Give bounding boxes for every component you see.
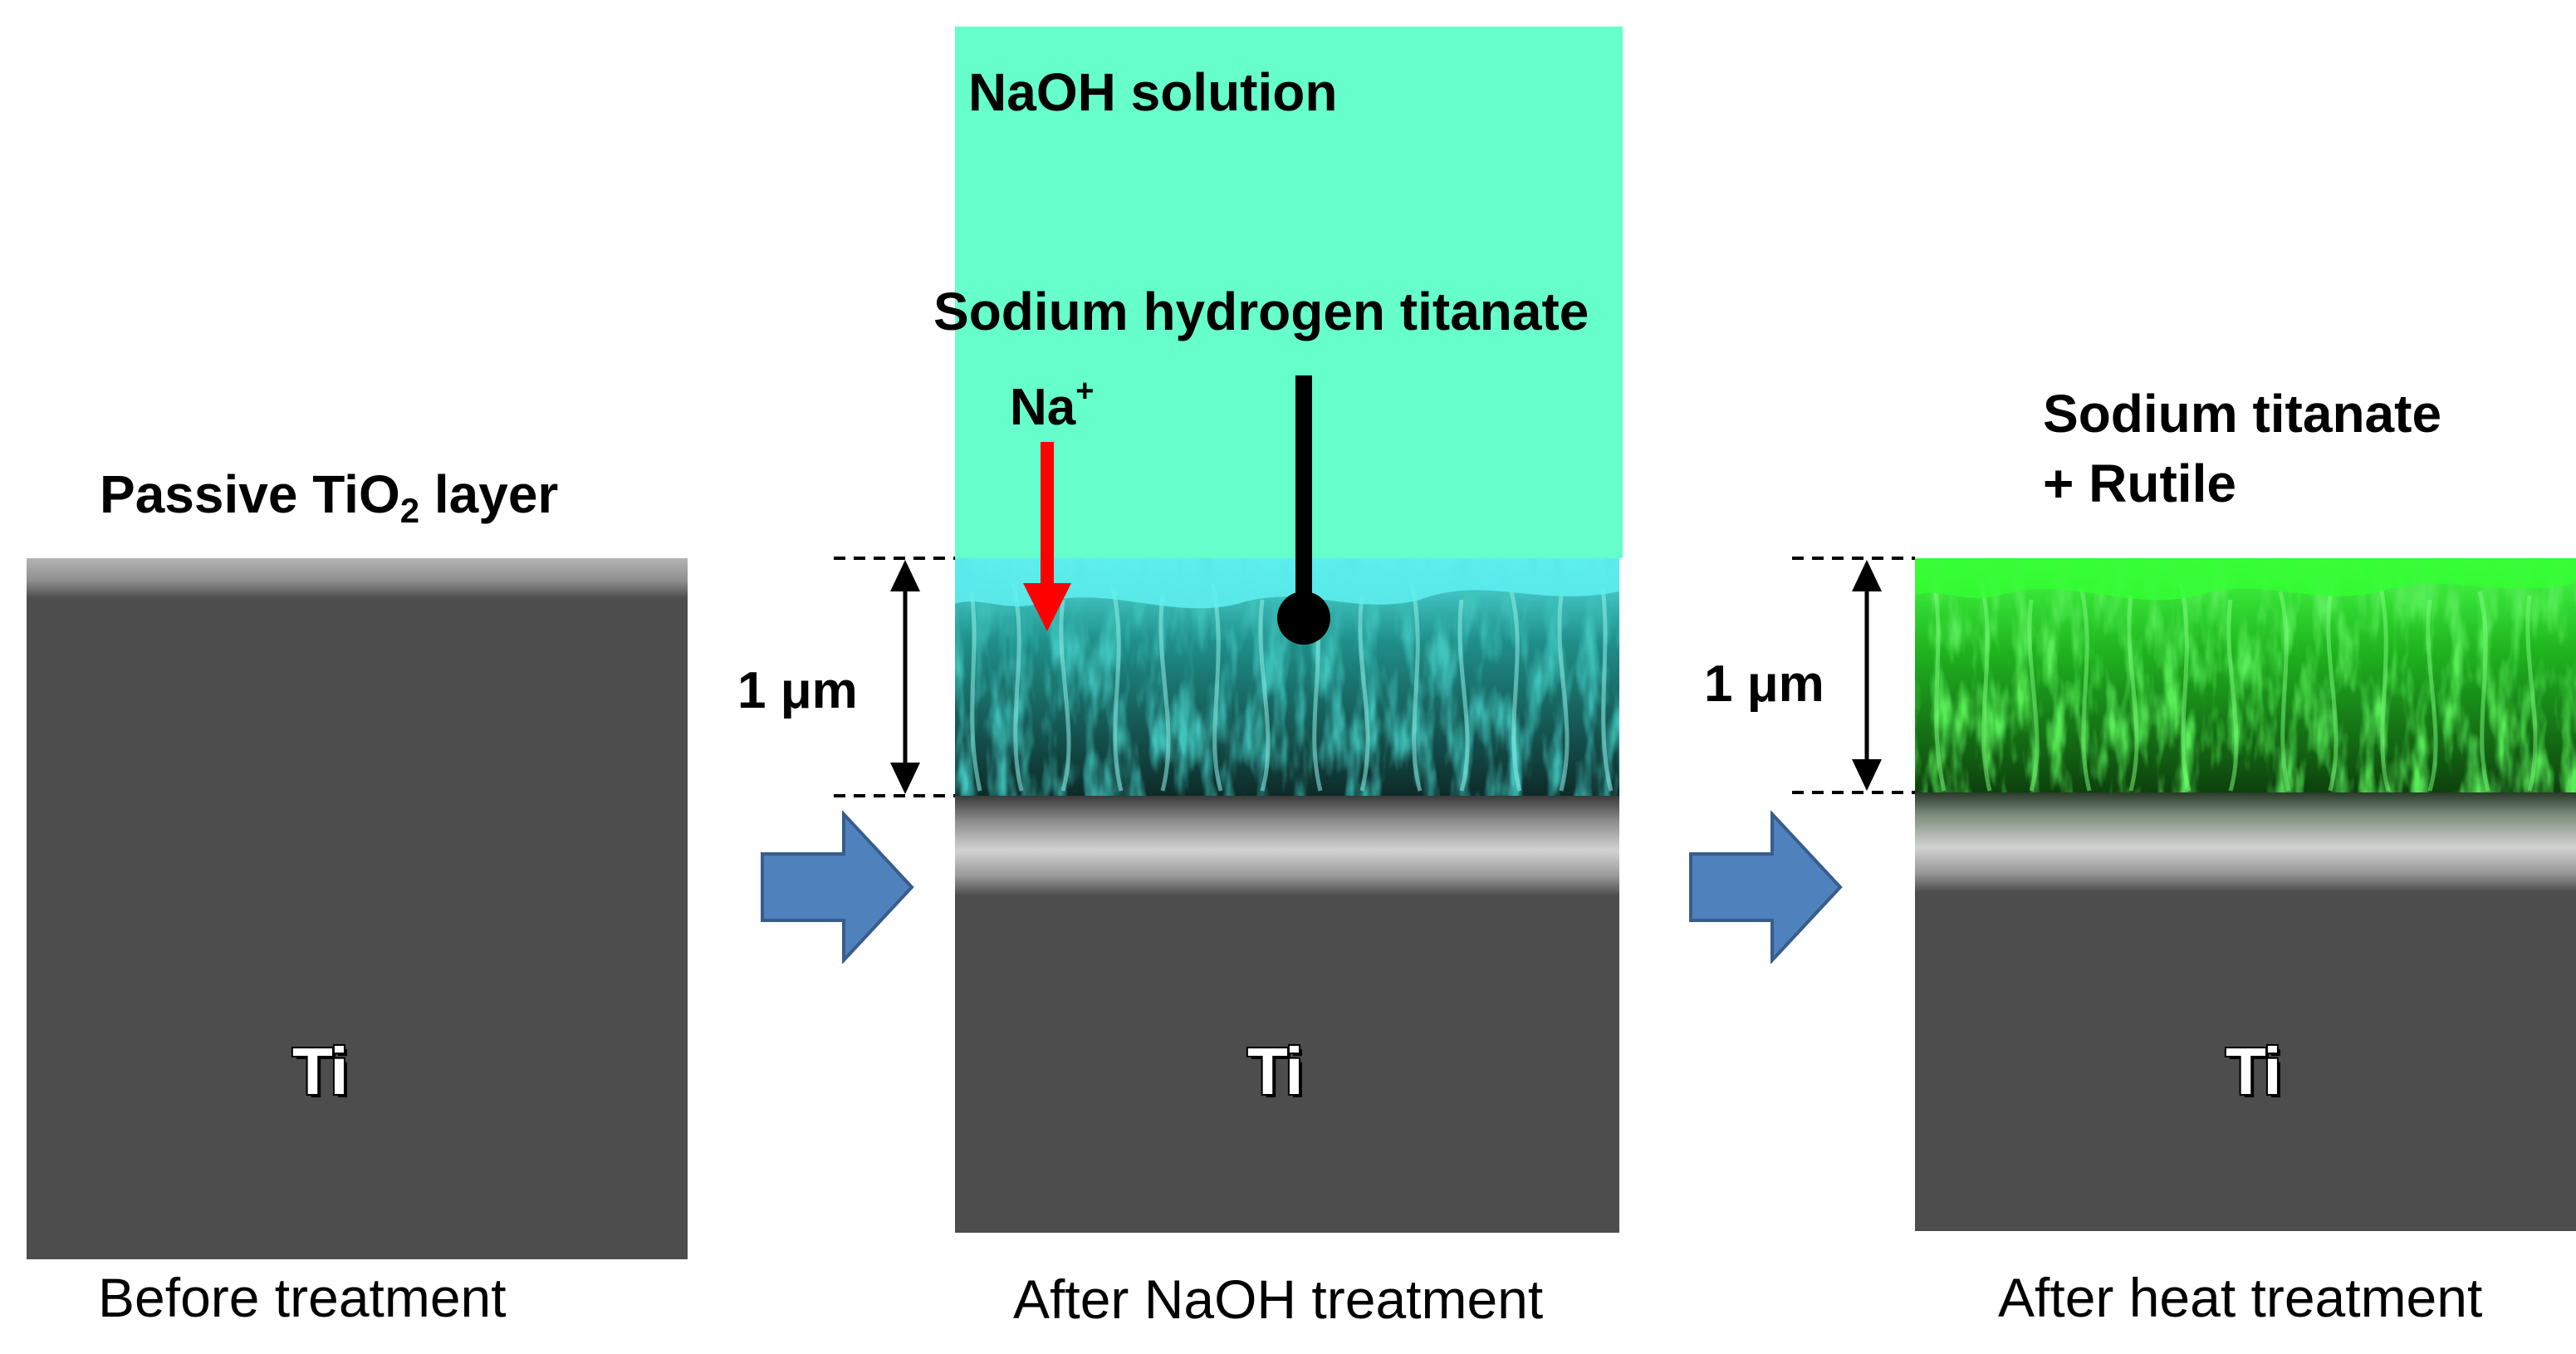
naoh-solution-label: NaOH solution <box>968 62 1338 122</box>
sodium-titanate-rutile-layer <box>1915 558 2576 792</box>
sodium-titanate-texture-icon <box>1915 558 2576 792</box>
process-arrow-2-icon <box>1689 811 1843 964</box>
na-ion-label: Na+ <box>1010 374 1094 437</box>
sodium-titanate-line1: Sodium titanate <box>2043 384 2442 444</box>
sodium-titanate-line2: + Rutile <box>2043 454 2236 513</box>
sodium-hydrogen-titanate-label: Sodium hydrogen titanate <box>933 282 1589 341</box>
passive-tio2-layer-label: Passive TiO2 layer <box>100 464 558 531</box>
thickness-label-1: 1 μm <box>737 662 858 719</box>
passive-label-subscript: 2 <box>399 491 420 530</box>
caption-before-treatment: Before treatment <box>98 1267 507 1328</box>
passive-tio2-layer <box>27 558 688 598</box>
na-diffusion-arrow-icon <box>1023 442 1071 631</box>
na-ion-text: Na <box>1010 379 1076 436</box>
dim-arrow-2-icon <box>1852 560 1882 791</box>
na-ion-charge: + <box>1075 374 1095 409</box>
process-arrow-1-icon <box>761 811 914 964</box>
rutile-interface-gradient <box>1915 792 2576 892</box>
ti-label-after-heat: Ti <box>2226 1034 2282 1108</box>
ti-label-after-naoh: Ti <box>1247 1034 1304 1108</box>
caption-after-naoh: After NaOH treatment <box>1013 1268 1544 1330</box>
thickness-label-2: 1 μm <box>1704 655 1824 713</box>
sodium-titanate-rutile-label: Sodium titanate + Rutile <box>2043 379 2441 518</box>
caption-after-heat: After heat treatment <box>1998 1267 2483 1328</box>
titanate-pointer-icon <box>1277 375 1330 645</box>
titanium-interface-gradient <box>955 796 1619 895</box>
passive-label-suffix: layer <box>419 464 559 524</box>
dim-arrow-1-icon <box>890 560 920 794</box>
passive-label-prefix: Passive TiO <box>100 464 400 524</box>
naoh-solution-region <box>955 27 1623 558</box>
titanium-substrate-before <box>27 558 688 1259</box>
ti-label-before: Ti <box>292 1034 349 1108</box>
